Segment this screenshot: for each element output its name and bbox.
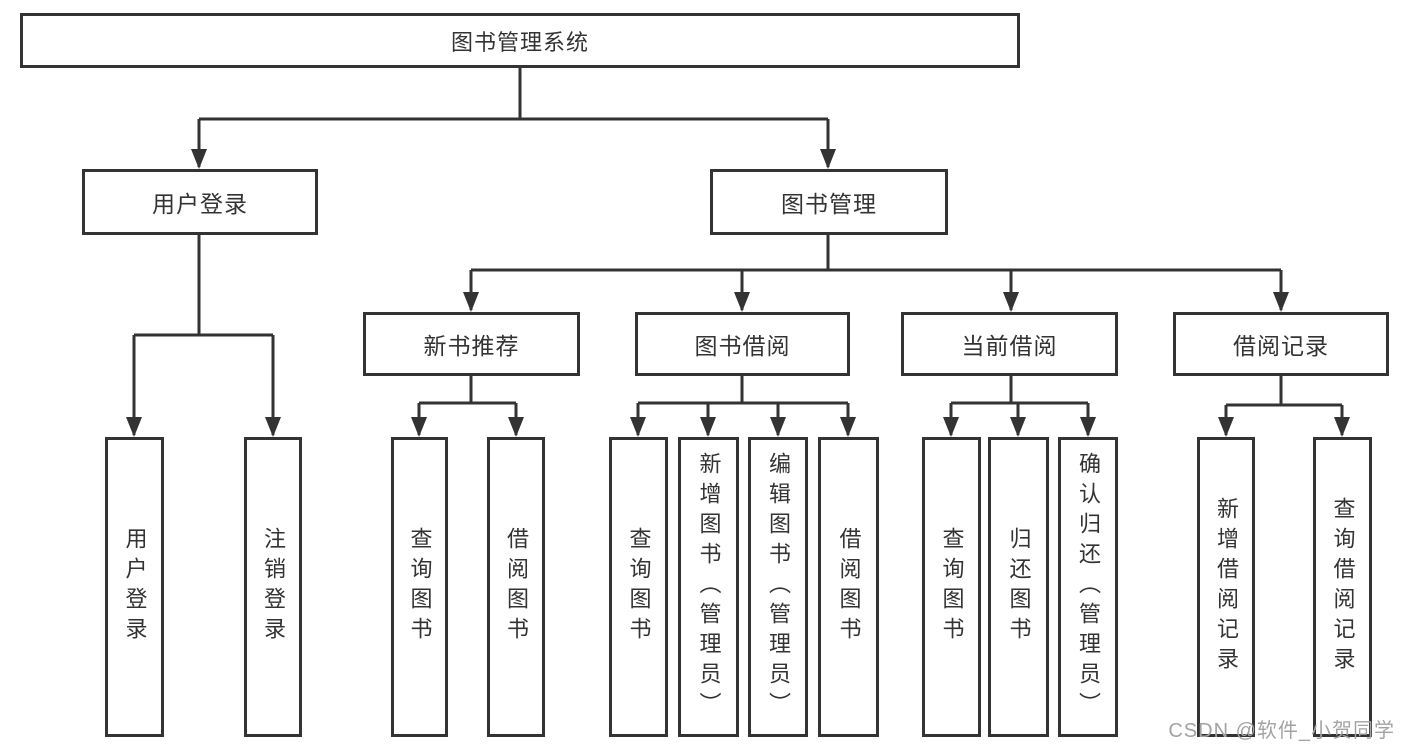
leaf-query-borrow-record-label: 查询借阅记录	[1330, 497, 1356, 677]
leaf-recommend-query-books: 查询图书	[391, 437, 448, 737]
new-book-recommendation-label: 新书推荐	[423, 333, 520, 359]
new-book-recommendation-node: 新书推荐	[363, 312, 580, 376]
csdn-watermark: CSDN @软件_小贺同学	[1168, 720, 1395, 742]
book-borrowing-label: 图书借阅	[694, 333, 791, 359]
leaf-add-borrow-record-label: 新增借阅记录	[1214, 497, 1239, 677]
book-management-node: 图书管理	[710, 169, 948, 235]
borrowing-records-label: 借阅记录	[1233, 333, 1329, 359]
root-node: 图书管理系统	[20, 13, 1020, 68]
leaf-edit-book-admin: 编辑图书（管理员）	[748, 437, 808, 737]
leaf-borrowing-borrow-books: 借阅图书	[818, 437, 879, 737]
leaf-query-borrow-record: 查询借阅记录	[1313, 437, 1372, 737]
leaf-borrowing-query-books-label: 查询图书	[626, 527, 652, 647]
leaf-edit-book-admin-label: 编辑图书（管理员）	[766, 452, 791, 722]
leaf-current-query-books-label: 查询图书	[939, 527, 965, 647]
leaf-return-books-label: 归还图书	[1006, 527, 1032, 647]
leaf-recommend-query-books-label: 查询图书	[407, 527, 433, 647]
leaf-confirm-return-admin-label: 确认归还（管理员）	[1076, 452, 1101, 722]
root-node-label: 图书管理系统	[450, 29, 589, 55]
user-login-node-label: 用户登录	[152, 191, 248, 217]
leaf-borrowing-borrow-books-label: 借阅图书	[836, 527, 862, 647]
leaf-recommend-borrow-books-label: 借阅图书	[504, 527, 529, 647]
leaf-logout-label: 注销登录	[261, 527, 286, 647]
leaf-return-books: 归还图书	[988, 437, 1049, 737]
book-management-node-label: 图书管理	[781, 191, 877, 217]
leaf-add-book-admin: 新增图书（管理员）	[678, 437, 739, 737]
borrowing-records-node: 借阅记录	[1173, 312, 1389, 376]
leaf-recommend-borrow-books: 借阅图书	[487, 437, 545, 737]
leaf-borrowing-query-books: 查询图书	[609, 437, 668, 737]
leaf-logout: 注销登录	[244, 437, 302, 737]
current-borrowing-label: 当前借阅	[961, 333, 1058, 359]
leaf-user-login-label: 用户登录	[122, 527, 148, 647]
leaf-user-login: 用户登录	[105, 437, 164, 737]
leaf-confirm-return-admin: 确认归还（管理员）	[1058, 437, 1118, 737]
user-login-node: 用户登录	[82, 169, 318, 235]
leaf-add-book-admin-label: 新增图书（管理员）	[696, 452, 722, 722]
leaf-add-borrow-record: 新增借阅记录	[1197, 437, 1255, 737]
current-borrowing-node: 当前借阅	[901, 312, 1118, 376]
book-borrowing-node: 图书借阅	[635, 312, 850, 376]
leaf-current-query-books: 查询图书	[922, 437, 981, 737]
